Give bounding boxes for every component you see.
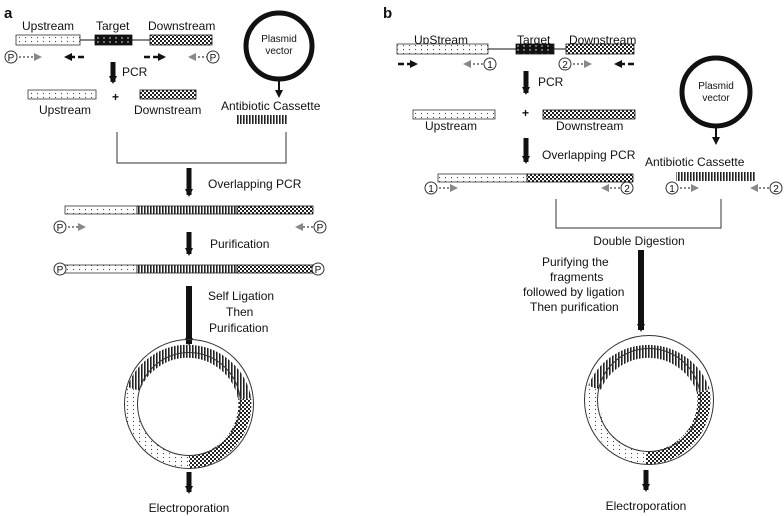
b-downstream-label: Downstream (569, 33, 636, 47)
svg-text:P: P (317, 223, 324, 234)
a-upstream-segment (15, 34, 81, 46)
b-plasmid-line1: Plasmid (698, 81, 734, 92)
a-plus: + (112, 90, 119, 104)
a-recombinant-plasmid (124, 339, 254, 469)
svg-text:2: 2 (562, 60, 568, 71)
a-primer-p-right: P (206, 50, 220, 64)
a-upstream-fragment (27, 89, 97, 100)
b-upstream-segment (396, 43, 489, 55)
a-primer-p-end-left: P (53, 262, 67, 276)
svg-text:1: 1 (487, 60, 493, 71)
a-downstream-segment (149, 34, 213, 46)
a-downstream-fragment (139, 89, 197, 100)
a-target-segment (94, 34, 133, 46)
panel-a-label: a (4, 5, 13, 22)
svg-text:1: 1 (428, 184, 434, 195)
a-downstream-label: Downstream (148, 19, 215, 33)
svg-text:P: P (57, 265, 64, 276)
b-pcr-label: PCR (538, 75, 564, 89)
a-fused-construct-1 (64, 205, 314, 215)
b-recombinant-plasmid (584, 335, 714, 465)
b-primer-2-cassette: 2 (769, 181, 783, 195)
b-digestion-label: Double Digestion (593, 234, 684, 248)
a-plasmid-circle (243, 10, 315, 82)
svg-text:P: P (8, 53, 15, 64)
svg-text:1: 1 (669, 184, 675, 195)
b-antibiotic-label: Antibiotic Cassette (645, 155, 745, 169)
a-overlap-label: Overlapping PCR (208, 177, 302, 191)
svg-text:P: P (210, 53, 217, 64)
b-plasmid-circle (679, 55, 753, 129)
panel-b-label: b (383, 5, 392, 22)
b-upstream-fragment-label: Upstream (425, 119, 477, 133)
b-plasmid-line2: vector (702, 93, 730, 104)
b-downstream-fragment (542, 109, 636, 120)
b-digestion-bracket (555, 199, 722, 229)
a-ligation-line2: Then (226, 305, 253, 319)
a-ligation-line1: Self Ligation (208, 289, 274, 303)
a-ligation-line3: Purification (209, 321, 268, 335)
svg-text:P: P (315, 265, 322, 276)
a-combine-bracket (116, 132, 287, 164)
b-primer-1-cassette: 1 (665, 181, 679, 195)
a-primer-p-left: P (4, 50, 18, 64)
a-upstream-fragment-label: Upstream (39, 103, 91, 117)
b-purify-line1: Purifying the (542, 255, 609, 269)
a-primer-p-fused-left: P (53, 220, 67, 234)
b-upstream-label: UpStream (414, 33, 468, 47)
b-fused-construct (437, 173, 634, 183)
b-purify-line4: Then purification (530, 300, 619, 314)
svg-text:2: 2 (624, 184, 630, 195)
b-target-segment (515, 43, 555, 55)
b-downstream-segment (565, 43, 635, 55)
a-primer-p-fused-right: P (313, 220, 327, 234)
b-upstream-fragment (412, 109, 496, 120)
svg-text:P: P (57, 223, 64, 234)
b-purify-line3: followed by ligation (523, 285, 624, 299)
a-pcr-label: PCR (122, 65, 148, 79)
b-primer-2-fused: 2 (620, 181, 634, 195)
b-primer-2-top: 2 (558, 57, 572, 71)
a-upstream-label: Upstream (22, 19, 74, 33)
a-electroporation-label: Electroporation (149, 501, 230, 515)
svg-text:2: 2 (773, 184, 779, 195)
b-plus: + (522, 106, 529, 120)
a-antibiotic-cassette (236, 115, 287, 124)
a-plasmid-line2: vector (265, 46, 293, 57)
a-downstream-fragment-label: Downstream (134, 103, 201, 117)
b-primer-1-top: 1 (483, 57, 497, 71)
b-electroporation-label: Electroporation (606, 499, 687, 513)
b-antibiotic-cassette (676, 172, 755, 181)
a-plasmid-line1: Plasmid (261, 34, 297, 45)
a-antibiotic-label: Antibiotic Cassette (221, 99, 321, 113)
panel-b: b UpStream Target Downstream 1 2 PCR + U… (383, 5, 783, 513)
b-purify-line2: fragments (550, 270, 603, 284)
panel-a: a Upstream Target Downstream P P Plasmid… (4, 5, 327, 515)
b-downstream-fragment-label: Downstream (556, 119, 623, 133)
b-target-label: Target (517, 33, 551, 47)
a-purification-label: Purification (210, 237, 269, 251)
a-primer-p-end-right: P (311, 262, 325, 276)
b-overlap-label: Overlapping PCR (542, 148, 636, 162)
b-primer-1-fused: 1 (424, 181, 438, 195)
a-fused-construct-2 (64, 264, 314, 274)
a-target-label: Target (96, 19, 130, 33)
